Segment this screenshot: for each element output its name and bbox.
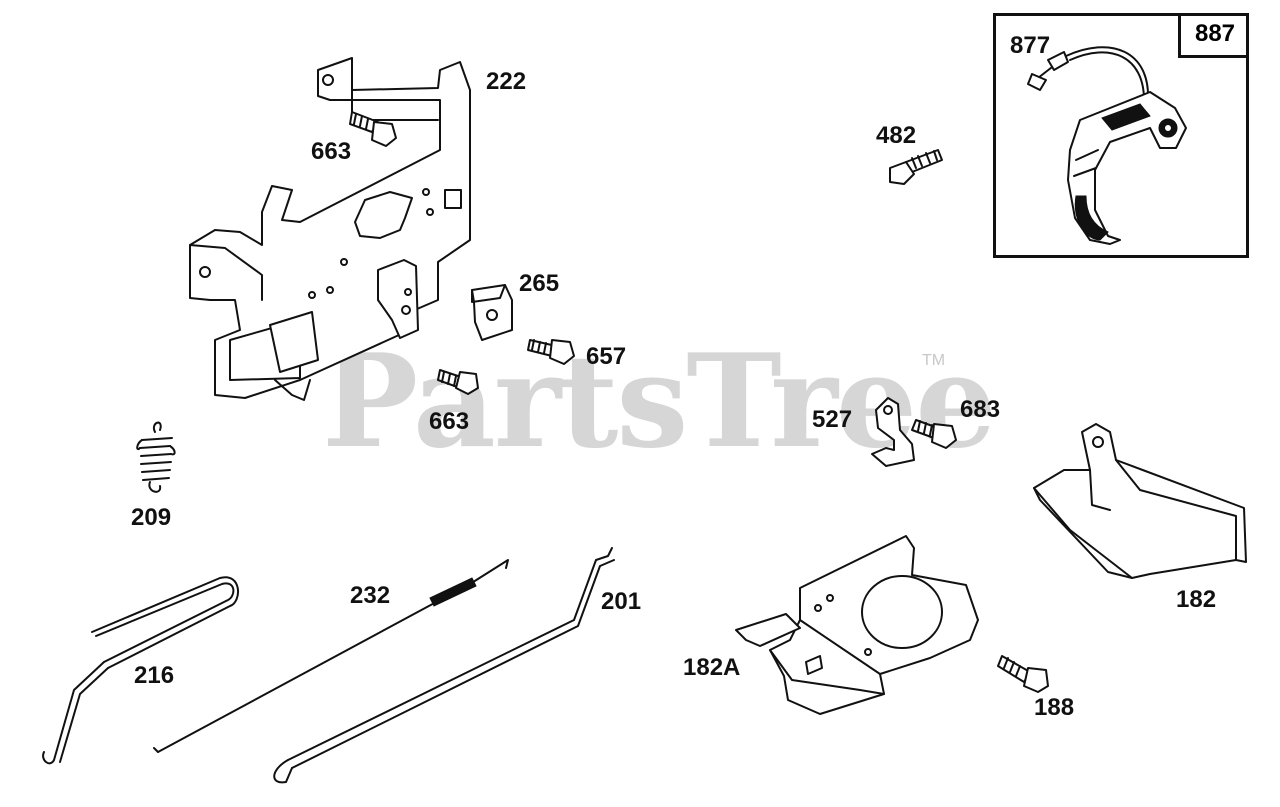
label-663-upper[interactable]: 663 (311, 138, 352, 165)
part-216-choke-rod[interactable] (42, 576, 240, 765)
label-663-lower[interactable]: 663 (429, 408, 470, 435)
kit-887-label[interactable]: 887 (1178, 13, 1249, 58)
part-683-screw[interactable] (911, 419, 957, 449)
part-877-wire-lead[interactable] (1027, 46, 1150, 101)
part-222-control-bracket[interactable] (189, 57, 471, 401)
part-201-throttle-rod[interactable] (273, 547, 615, 784)
label-209[interactable]: 209 (131, 504, 172, 531)
part-265-clip[interactable] (471, 284, 513, 341)
label-877[interactable]: 877 (1010, 32, 1051, 59)
part-887-ignition-armature[interactable] (1067, 91, 1187, 245)
trademark-mark: TM (922, 352, 946, 369)
label-188[interactable]: 188 (1034, 694, 1075, 721)
label-482[interactable]: 482 (876, 122, 917, 149)
part-663-screw-upper[interactable] (349, 111, 397, 147)
part-209-spring[interactable] (136, 421, 176, 493)
kit-887-frame (993, 13, 1249, 258)
label-232[interactable]: 232 (350, 582, 391, 609)
label-683[interactable]: 683 (960, 396, 1001, 423)
label-657[interactable]: 657 (586, 343, 627, 370)
label-182a[interactable]: 182A (683, 654, 741, 681)
label-201[interactable]: 201 (601, 588, 642, 615)
part-657-screw[interactable] (527, 339, 575, 365)
part-232-governor-link[interactable] (153, 559, 509, 753)
part-663-screw-lower[interactable] (437, 369, 479, 395)
label-265[interactable]: 265 (519, 270, 560, 297)
part-188-screw[interactable] (997, 655, 1049, 693)
label-222[interactable]: 222 (486, 68, 527, 95)
part-182-shield[interactable] (1033, 423, 1247, 579)
part-482-screw[interactable] (889, 149, 943, 185)
label-527[interactable]: 527 (812, 406, 853, 433)
part-182a-bracket[interactable] (735, 535, 979, 715)
label-216[interactable]: 216 (134, 662, 175, 689)
part-527-clip[interactable] (871, 397, 915, 467)
label-182[interactable]: 182 (1176, 586, 1217, 613)
